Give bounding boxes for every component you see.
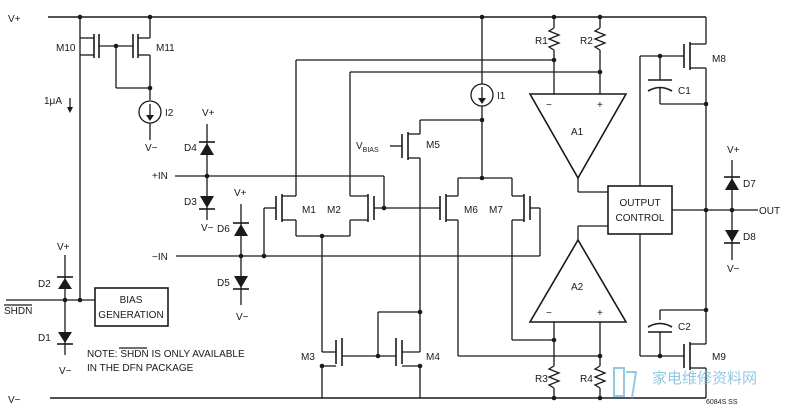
- m3-label: M3: [301, 352, 315, 363]
- m8-output: M8 C1: [647, 17, 726, 210]
- a2-minus-label: −: [546, 308, 552, 319]
- d2-vplus-label: V+: [57, 242, 70, 253]
- d5-label: D5: [217, 278, 230, 289]
- m1-label: M1: [302, 205, 316, 216]
- vplus-rail-label: V+: [8, 14, 21, 25]
- upper-amplifier: R1 R2 − + A1: [528, 17, 628, 193]
- a1-amplifier-shape: [528, 93, 628, 180]
- vminus-rail-label: V−: [8, 395, 21, 406]
- m8-label: M8: [712, 54, 726, 65]
- c1-label: C1: [678, 86, 691, 97]
- output-block-line1: OUTPUT: [619, 198, 660, 209]
- d4-label: D4: [184, 143, 197, 154]
- a2-label: A2: [571, 282, 584, 293]
- a1-plus-label: +: [597, 100, 603, 111]
- d7-vplus-label: V+: [727, 145, 740, 156]
- dfn-note: NOTE: SHDN IS ONLY AVAILABLE IN THE DFN …: [87, 347, 245, 374]
- note-line2: IN THE DFN PACKAGE: [87, 363, 194, 374]
- m4-label: M4: [426, 352, 440, 363]
- d1-vminus-label: V−: [59, 366, 72, 377]
- r4-label: R4: [580, 374, 593, 385]
- d4-vplus-label: V+: [202, 108, 215, 119]
- m5-tail: VBIAS M5 I1: [356, 17, 506, 352]
- m2-label: M2: [327, 205, 341, 216]
- note-prefix: NOTE:: [87, 349, 120, 360]
- m1-m2-pair: M1 M2: [263, 59, 600, 352]
- m6-label: M6: [464, 205, 478, 216]
- d6-label: D6: [217, 224, 230, 235]
- vbias-label: V: [356, 141, 363, 152]
- input-protection: V+ D4 D3 V− +IN V+ D6 D5 V− −IN: [152, 108, 540, 323]
- figure-code: 6084S SS: [706, 399, 738, 406]
- bias-block-line2: GENERATION: [98, 310, 163, 321]
- vbias-subscript: BIAS: [363, 147, 379, 154]
- i2-label: I2: [165, 108, 174, 119]
- output-block-line2: CONTROL: [616, 213, 665, 224]
- watermark-text: 家电维修资料网: [652, 369, 757, 387]
- bias-generation-block: [94, 287, 169, 327]
- note-shdn: SHDN: [120, 349, 148, 360]
- d5-vminus-label: V−: [236, 312, 249, 323]
- i2-vminus-label: V−: [145, 143, 158, 154]
- note-suffix: IS ONLY AVAILABLE: [149, 349, 245, 360]
- watermark: 家电维修资料网 6084S SS: [613, 367, 757, 406]
- d7-label: D7: [743, 179, 756, 190]
- m3-m4-mirror: M3 M4: [301, 309, 440, 398]
- plus-in-pin-label: +IN: [152, 171, 168, 182]
- output-control-block: [607, 185, 673, 235]
- svg-text:NOTE: SHDN IS ONLY AVAILABLE: NOTE: SHDN IS ONLY AVAILABLE: [87, 349, 245, 360]
- a1-label: A1: [571, 127, 584, 138]
- i1-label: I1: [497, 91, 506, 102]
- current-1ua-label: 1μA: [44, 96, 62, 107]
- d6-vplus-label: V+: [234, 188, 247, 199]
- d3-label: D3: [184, 197, 197, 208]
- bias-block-line1: BIAS: [120, 295, 143, 306]
- output-control: OUTPUT CONTROL: [607, 55, 758, 357]
- m7-label: M7: [489, 205, 503, 216]
- svg-text:VBIAS: VBIAS: [356, 141, 379, 154]
- c2-label: C2: [678, 322, 691, 333]
- out-pin-label: OUT: [759, 206, 780, 217]
- d2-label: D2: [38, 279, 51, 290]
- a2-plus-label: +: [597, 308, 603, 319]
- a2-amplifier-shape: [528, 238, 628, 323]
- m10-label: M10: [56, 43, 76, 54]
- m9-output: M9 C2: [647, 210, 726, 398]
- d3-vminus-label: V−: [201, 223, 214, 234]
- m5-label: M5: [426, 140, 440, 151]
- r1-label: R1: [535, 36, 548, 47]
- m11-label: M11: [156, 43, 175, 54]
- r2-label: R2: [580, 36, 593, 47]
- shdn-pin-label: SHDN: [4, 306, 32, 317]
- d1-label: D1: [38, 333, 51, 344]
- m6-m7-pair: M6 M7: [381, 175, 600, 357]
- r3-label: R3: [535, 374, 548, 385]
- a1-minus-label: −: [546, 100, 552, 111]
- m9-label: M9: [712, 352, 726, 363]
- minus-in-pin-label: −IN: [152, 252, 168, 263]
- shutdown-section: V+ D2 D1 V− SHDN BIAS GENERATION: [4, 242, 169, 377]
- output-protection: V+ D7 D8 V− OUT: [724, 145, 780, 275]
- d8-vminus-label: V−: [727, 264, 740, 275]
- d8-label: D8: [743, 232, 756, 243]
- m10-m11-mirror: M10 M11 I2 V− 1μA: [44, 17, 175, 300]
- lower-amplifier: − + A2 R3 R4: [528, 225, 628, 398]
